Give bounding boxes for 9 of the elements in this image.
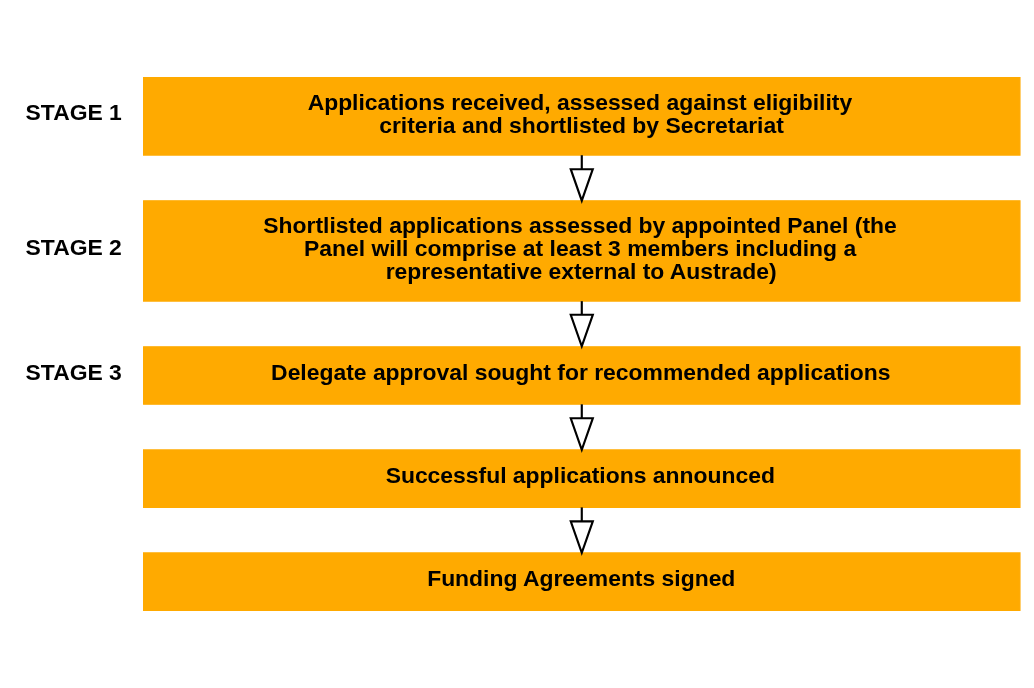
node-box: Delegate approval sought for recommended applications	[143, 346, 1021, 405]
node-label: STAGE 3	[25, 358, 122, 385]
node-box: Successful applications announced	[143, 449, 1021, 508]
node-label: STAGE 1	[25, 99, 122, 126]
node-box: Shortlisted applications assessed by appointed Panel (the Panel will comprise at least 3 members including a representative external to Austrade)	[143, 200, 1021, 302]
node-box: Applications received, assessed against eligibility criteria and shortlisted by Secretariat	[143, 77, 1021, 156]
arrow	[569, 301, 595, 350]
node-box: Funding Agreements signed	[143, 552, 1021, 611]
node-label: STAGE 2	[25, 233, 122, 260]
